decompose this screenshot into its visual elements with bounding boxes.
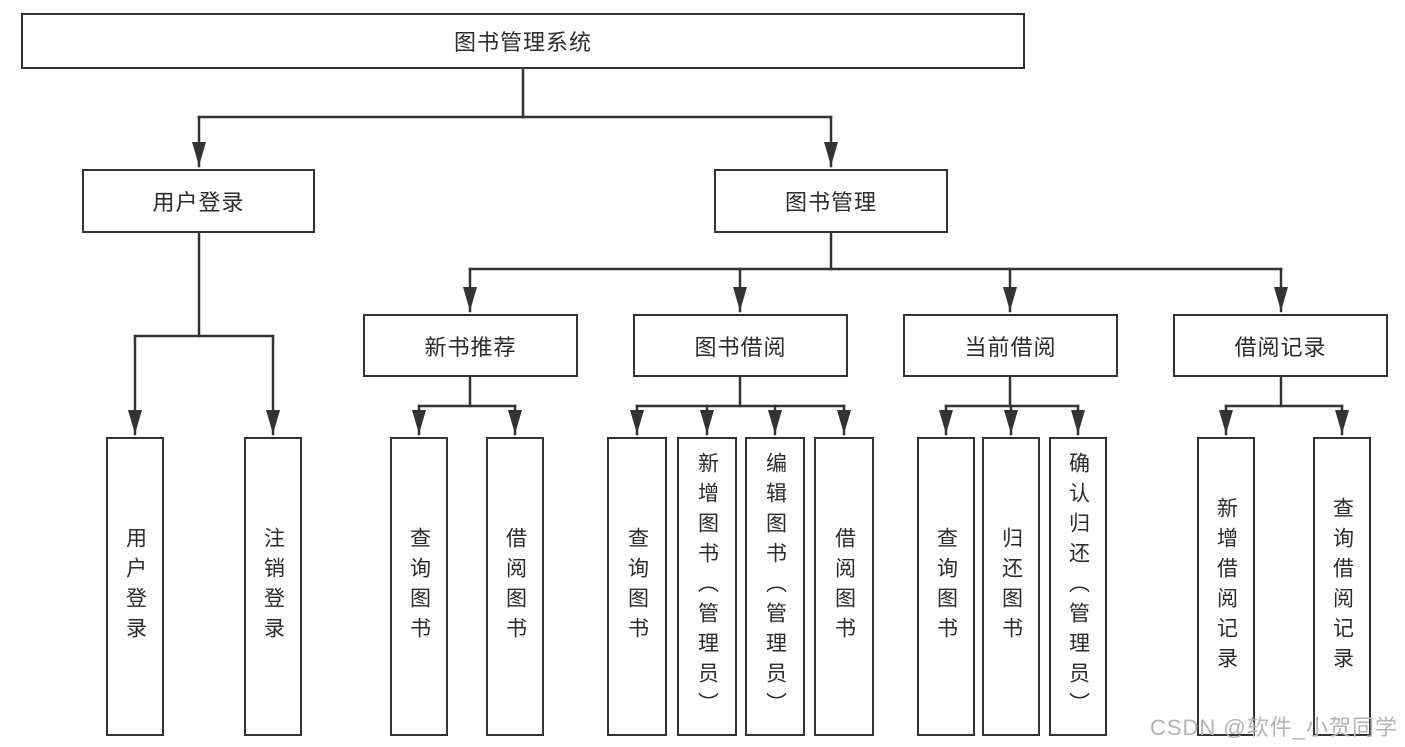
node-label: 查询借阅记录 — [1330, 496, 1354, 677]
leaf-query-books-borrowing: 查询图书 — [607, 437, 667, 736]
node-new-book-recommendation: 新书推荐 — [363, 314, 578, 377]
leaf-add-borrow-record: 新增借阅记录 — [1197, 437, 1255, 736]
leaf-confirm-return-admin: 确认归还（管理员） — [1049, 437, 1107, 736]
node-label: 注销登录 — [261, 526, 285, 647]
leaf-logout: 注销登录 — [244, 437, 302, 736]
node-label: 用户登录 — [123, 526, 147, 647]
node-label: 查询图书 — [407, 526, 431, 647]
node-label: 图书管理系统 — [453, 30, 592, 55]
leaf-borrow-books: 借阅图书 — [814, 437, 874, 736]
node-book-borrowing: 图书借阅 — [633, 314, 848, 377]
node-label: 借阅图书 — [503, 526, 527, 647]
node-label: 当前借阅 — [964, 334, 1057, 360]
leaf-user-login: 用户登录 — [106, 437, 164, 736]
leaf-query-books-recommendation: 查询图书 — [390, 437, 448, 736]
node-label: 借阅记录 — [1234, 334, 1327, 360]
node-label: 归还图书 — [999, 526, 1023, 647]
node-label: 图书借阅 — [694, 334, 787, 360]
node-label: 新书推荐 — [424, 334, 517, 360]
leaf-return-books: 归还图书 — [982, 437, 1040, 736]
node-label: 借阅图书 — [832, 526, 856, 647]
node-label: 编辑图书（管理员） — [763, 451, 787, 722]
node-label: 查询图书 — [934, 526, 958, 647]
node-user-login: 用户登录 — [82, 169, 315, 233]
node-label: 图书管理 — [784, 190, 877, 215]
leaf-add-book-admin: 新增图书（管理员） — [677, 437, 737, 736]
node-label: 用户登录 — [152, 190, 245, 215]
leaf-edit-book-admin: 编辑图书（管理员） — [745, 437, 805, 736]
node-label: 查询图书 — [625, 526, 649, 647]
node-current-borrowing: 当前借阅 — [903, 314, 1118, 377]
connector-segments — [128, 67, 1349, 436]
node-book-management: 图书管理 — [714, 169, 948, 233]
node-borrowing-records: 借阅记录 — [1173, 314, 1388, 377]
leaf-borrow-books-recommendation: 借阅图书 — [486, 437, 544, 736]
leaf-query-books-current: 查询图书 — [917, 437, 975, 736]
node-library-management-system: 图书管理系统 — [21, 13, 1025, 69]
node-label: 新增图书（管理员） — [695, 451, 719, 722]
leaf-query-borrow-record: 查询借阅记录 — [1313, 437, 1371, 736]
node-label: 新增借阅记录 — [1214, 496, 1238, 677]
node-label: 确认归还（管理员） — [1066, 451, 1090, 722]
